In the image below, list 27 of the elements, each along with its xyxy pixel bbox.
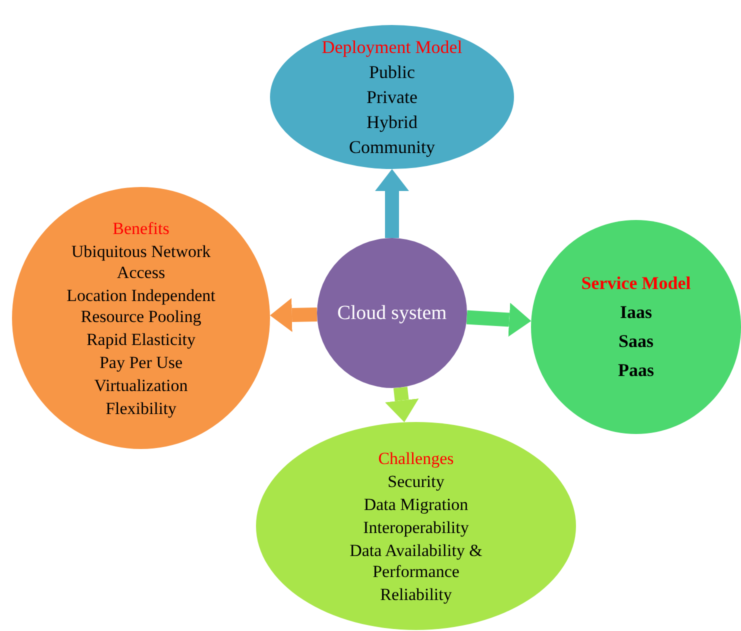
node-item: Rapid Elasticity bbox=[86, 328, 196, 350]
node-item: Location Independent Resource Pooling bbox=[66, 284, 216, 326]
node-item: Data Migration bbox=[364, 494, 468, 514]
node-item: Iaas bbox=[620, 302, 652, 323]
node-item: Flexibility bbox=[106, 398, 176, 418]
block-arrow bbox=[375, 169, 409, 238]
node-heading: Challenges bbox=[378, 448, 454, 468]
block-arrow bbox=[384, 386, 419, 422]
node-heading: Service Model bbox=[581, 273, 691, 294]
node-item: Saas bbox=[618, 331, 654, 352]
node-item: Reliability bbox=[380, 584, 452, 604]
node-item: Private bbox=[366, 86, 418, 108]
node-item: Virtualization bbox=[94, 374, 188, 396]
node-item: Hybrid bbox=[366, 112, 418, 132]
node-item: Ubiquitous Network Access bbox=[70, 240, 212, 282]
block-arrow bbox=[270, 298, 318, 332]
node-heading: Benefits bbox=[112, 218, 170, 238]
node-item: Paas bbox=[618, 360, 654, 381]
node-item: Community bbox=[348, 136, 435, 158]
node-item: Cloud system bbox=[337, 302, 447, 324]
node-item: Pay Per Use bbox=[99, 352, 183, 372]
node-heading: Deployment Model bbox=[322, 36, 462, 58]
node-item: Public bbox=[368, 62, 415, 82]
node-item: Data Availability & Performance bbox=[348, 540, 484, 582]
block-arrow bbox=[466, 302, 532, 337]
node-item: Interoperability bbox=[363, 516, 469, 538]
node-item: Security bbox=[388, 470, 444, 492]
